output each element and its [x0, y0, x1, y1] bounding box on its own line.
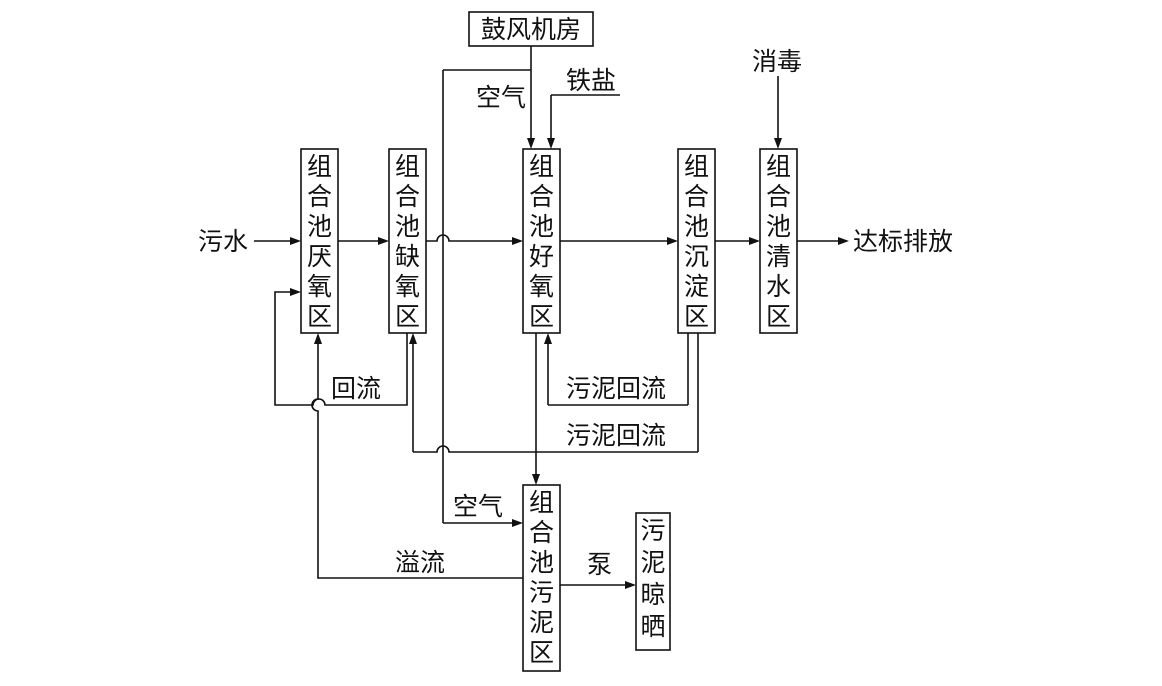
sludge-reflux-line-2 [409, 333, 699, 453]
char: 组 [395, 152, 420, 181]
char: 污 [640, 516, 665, 545]
pump-line [560, 581, 636, 589]
char: 淀 [684, 272, 709, 301]
char: 氧 [529, 272, 554, 301]
char: 区 [766, 302, 791, 331]
blower-room-box: 鼓风机房 [468, 11, 594, 47]
blower-room-label: 鼓风机房 [481, 15, 581, 44]
sludge-reflux-label-1: 污泥回流 [566, 374, 666, 403]
pump-label: 泵 [587, 550, 612, 579]
char: 区 [529, 638, 554, 667]
char: 组 [307, 152, 332, 181]
sludge-reflux-label-2: 污泥回流 [566, 421, 666, 450]
char: 合 [529, 518, 554, 547]
char: 组 [766, 152, 791, 181]
sewage-in-label: 污水 [198, 227, 248, 256]
char: 组 [529, 152, 554, 181]
char: 沉 [684, 242, 709, 271]
unit-clear-water-zone: 组 合 池 清 水 区 [759, 148, 798, 334]
char: 组 [529, 488, 554, 517]
char: 厌 [307, 242, 332, 271]
char: 区 [395, 302, 420, 331]
char: 池 [395, 212, 420, 241]
overflow-line [311, 333, 523, 579]
char: 氧 [307, 272, 332, 301]
unit-anaerobic-zone: 组 合 池 厌 氧 区 [300, 148, 339, 334]
iron-salt-line [547, 94, 620, 149]
char: 氧 [395, 272, 420, 301]
char: 池 [307, 212, 332, 241]
discharge-label: 达标排放 [853, 227, 953, 256]
char: 池 [684, 212, 709, 241]
unit-sludge-zone: 组 合 池 污 泥 区 [522, 484, 561, 672]
sludge-reflux-line-1 [544, 333, 689, 406]
iron-salt-label: 铁盐 [566, 66, 616, 95]
char: 合 [766, 182, 791, 211]
char: 区 [529, 302, 554, 331]
char: 晒 [640, 612, 665, 641]
unit-aerobic-zone: 组 合 池 好 氧 区 [522, 148, 561, 334]
sludge-discharge-line [532, 333, 540, 485]
char: 缺 [395, 242, 420, 271]
air-supply-lines [442, 46, 535, 527]
char: 池 [529, 548, 554, 577]
char: 水 [766, 272, 791, 301]
unit-sludge-drying: 污 泥 晾 晒 [635, 512, 671, 651]
reflux-label: 回流 [331, 374, 381, 403]
disinfection-line [774, 76, 782, 149]
char: 合 [307, 182, 332, 211]
unit-settling-zone: 组 合 池 沉 淀 区 [677, 148, 716, 334]
char: 好 [529, 242, 554, 271]
air-bottom-label: 空气 [453, 492, 503, 521]
char: 区 [307, 302, 332, 331]
disinfection-label: 消毒 [752, 47, 802, 76]
char: 合 [395, 182, 420, 211]
char: 池 [766, 212, 791, 241]
char: 污 [529, 578, 554, 607]
char: 泥 [640, 548, 665, 577]
char: 池 [529, 212, 554, 241]
overflow-label: 溢流 [395, 548, 445, 577]
char: 合 [684, 182, 709, 211]
unit-anoxic-zone: 组 合 池 缺 氧 区 [388, 148, 427, 334]
char: 组 [684, 152, 709, 181]
char: 合 [529, 182, 554, 211]
char: 晾 [640, 580, 665, 609]
char: 清 [766, 242, 791, 271]
char: 泥 [529, 608, 554, 637]
air-top-label: 空气 [476, 83, 526, 112]
char: 区 [684, 302, 709, 331]
